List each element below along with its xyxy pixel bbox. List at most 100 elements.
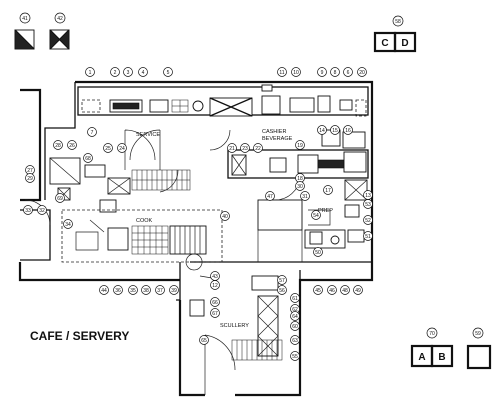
tag-24: 24 [117,143,127,153]
tag-63: 63 [290,335,300,345]
label-cashier: CASHIER [262,129,286,135]
svg-text:26: 26 [69,143,75,149]
svg-text:66: 66 [212,300,218,306]
service-counter [77,84,369,117]
svg-text:42: 42 [57,16,63,22]
svg-text:44: 44 [101,288,107,294]
tag-52: 52 [363,215,373,225]
svg-text:10: 10 [293,70,299,76]
tag-69: 69 [55,193,65,203]
svg-text:13: 13 [365,193,371,199]
tag-34: 34 [63,219,73,229]
tag-19: 19 [295,140,305,150]
svg-text:63: 63 [292,338,298,344]
tag-14: 14 [317,125,327,135]
svg-text:5: 5 [167,70,170,76]
svg-text:27: 27 [27,168,33,174]
tag-3: 3 [123,67,133,77]
svg-text:30: 30 [297,184,303,190]
tag-29: 29 [25,173,35,183]
legend-59: 59 [466,327,492,370]
tag-47: 47 [265,191,275,201]
svg-text:56: 56 [279,288,285,294]
tag-67: 67 [210,308,220,318]
svg-text:62: 62 [292,307,298,313]
svg-text:68: 68 [85,156,91,162]
svg-text:34: 34 [65,222,71,228]
tag-32: 32 [37,205,47,215]
outer-walls [18,80,374,397]
tag-61: 61 [290,293,300,303]
svg-text:23: 23 [242,146,248,152]
svg-text:31: 31 [302,194,308,200]
svg-text:21: 21 [229,146,235,152]
tag-12: 12 [210,280,220,290]
tag-68: 68 [83,153,93,163]
svg-text:64: 64 [292,314,298,320]
legend-symbol-41: 41 [14,12,35,50]
tag-38: 38 [141,285,151,295]
tag-37: 37 [155,285,165,295]
page-title: CAFE / SERVERY [30,329,129,343]
label-cook: COOK [136,218,153,224]
tag-2: 2 [110,67,120,77]
svg-text:51: 51 [365,234,371,240]
tag-31: 31 [300,191,310,201]
svg-text:65: 65 [201,338,207,344]
svg-text:67: 67 [212,311,218,317]
svg-text:69: 69 [57,196,63,202]
cook-line [49,157,191,213]
tag-48: 48 [340,285,350,295]
svg-text:22: 22 [255,146,261,152]
tag-44: 44 [99,285,109,295]
beverage-counter [227,129,369,179]
svg-text:24: 24 [119,146,125,152]
svg-text:C: C [381,38,388,49]
svg-text:70: 70 [429,331,435,337]
tag-43: 43 [210,271,220,281]
tag-66: 66 [210,297,220,307]
tag-60: 60 [290,321,300,331]
tag-23: 23 [240,143,250,153]
svg-text:14: 14 [319,128,325,134]
tag-16: 16 [343,125,353,135]
tag-50: 50 [313,247,323,257]
svg-text:33: 33 [25,208,31,214]
svg-text:54: 54 [313,213,319,219]
tag-49: 49 [353,285,363,295]
tag-55: 55 [290,351,300,361]
svg-text:A: A [418,352,425,363]
svg-text:12: 12 [212,283,218,289]
tag-20: 20 [357,67,367,77]
tag-28: 28 [53,140,63,150]
svg-text:20: 20 [359,70,365,76]
tag-57: 57 [277,275,287,285]
tag-11: 11 [277,67,287,77]
tag-5: 5 [163,67,173,77]
tag-42: 42 [54,12,66,24]
tag-64: 64 [290,311,300,321]
tag-39: 39 [169,285,179,295]
svg-text:38: 38 [143,288,149,294]
tag-22: 22 [253,143,263,153]
svg-text:19: 19 [297,143,303,149]
tag-25: 25 [103,143,113,153]
tag-21: 21 [227,143,237,153]
svg-text:41: 41 [22,16,28,22]
svg-text:4: 4 [142,70,145,76]
svg-text:2: 2 [114,70,117,76]
svg-text:29: 29 [27,176,33,182]
legend-ab: 70 A B [410,327,454,368]
svg-text:53: 53 [365,202,371,208]
tag-53: 53 [363,199,373,209]
tag-30: 30 [295,181,305,191]
tag-15: 15 [330,125,340,135]
tag-56: 56 [277,285,287,295]
svg-text:D: D [401,38,408,49]
svg-text:28: 28 [55,143,61,149]
svg-text:16: 16 [345,128,351,134]
tag-70: 70 [426,327,438,339]
svg-text:9: 9 [321,70,324,76]
tag-33: 33 [23,205,33,215]
svg-text:6: 6 [347,70,350,76]
